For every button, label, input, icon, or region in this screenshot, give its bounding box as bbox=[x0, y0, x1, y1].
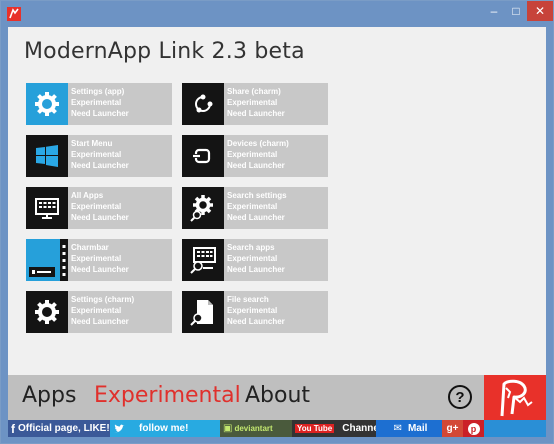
tile-requirement: Need Launcher bbox=[227, 161, 285, 170]
facebook-icon: f bbox=[11, 421, 15, 436]
tile-status: Experimental bbox=[71, 98, 122, 107]
main-content: ModernApp Link 2.3 beta Settings (app) E… bbox=[8, 27, 546, 375]
twitter-label: follow me! bbox=[139, 423, 189, 434]
tile-label: All Apps Experimental Need Launcher bbox=[68, 187, 129, 229]
tile-status: Experimental bbox=[227, 98, 278, 107]
app-title: ModernApp Link 2.3 beta bbox=[24, 39, 305, 64]
facebook-link[interactable]: f Official page, LIKE! bbox=[8, 420, 110, 437]
footer-filler bbox=[484, 420, 546, 437]
pinterest-link[interactable]: p bbox=[463, 420, 484, 437]
youtube-label: Channel bbox=[342, 423, 382, 434]
mail-icon: ✉ bbox=[393, 423, 402, 434]
deviantart-label: deviantart bbox=[234, 424, 273, 433]
tile-requirement: Need Launcher bbox=[227, 317, 285, 326]
tile-requirement: Need Launcher bbox=[71, 317, 129, 326]
tile-label: File search Experimental Need Launcher bbox=[224, 291, 285, 333]
gear-icon bbox=[26, 291, 68, 333]
tile-search-apps[interactable]: Search apps Experimental Need Launcher bbox=[182, 239, 328, 281]
tile-label: Charmbar Experimental Need Launcher bbox=[68, 239, 129, 281]
tile-status: Experimental bbox=[71, 202, 122, 211]
tile-requirement: Need Launcher bbox=[71, 161, 129, 170]
tile-requirement: Need Launcher bbox=[71, 109, 129, 118]
nav-apps[interactable]: Apps bbox=[22, 383, 77, 408]
maximize-button[interactable]: □ bbox=[512, 4, 520, 18]
search-settings-icon bbox=[182, 187, 224, 229]
tile-requirement: Need Launcher bbox=[71, 213, 129, 222]
tile-status: Experimental bbox=[71, 150, 122, 159]
pinterest-icon: p bbox=[467, 422, 480, 435]
youtube-link[interactable]: You Tube Channel bbox=[292, 420, 382, 437]
tile-status: Experimental bbox=[227, 150, 278, 159]
tile-status: Experimental bbox=[227, 306, 278, 315]
youtube-icon: You Tube bbox=[295, 424, 335, 433]
nav-experimental[interactable]: Experimental bbox=[94, 383, 241, 408]
tile-name: All Apps bbox=[71, 191, 104, 200]
tile-settings-charm[interactable]: Settings (charm) Experimental Need Launc… bbox=[26, 291, 172, 333]
tile-status: Experimental bbox=[71, 254, 122, 263]
all-apps-icon bbox=[26, 187, 68, 229]
tile-share-charm[interactable]: Share (charm) Experimental Need Launcher bbox=[182, 83, 328, 125]
app-logo-icon bbox=[500, 379, 533, 416]
tile-search-settings[interactable]: Search settings Experimental Need Launch… bbox=[182, 187, 328, 229]
search-apps-icon bbox=[182, 239, 224, 281]
tile-settings-app[interactable]: Settings (app) Experimental Need Launche… bbox=[26, 83, 172, 125]
title-bar[interactable]: – □ ✕ bbox=[1, 1, 553, 27]
social-footer: f Official page, LIKE! follow me! ▣ devi… bbox=[8, 420, 546, 437]
devices-charm-icon bbox=[182, 135, 224, 177]
nav-about[interactable]: About bbox=[245, 383, 311, 408]
tile-all-apps[interactable]: All Apps Experimental Need Launcher bbox=[26, 187, 172, 229]
minimize-button[interactable]: – bbox=[490, 4, 498, 18]
tile-label: Search apps Experimental Need Launcher bbox=[224, 239, 285, 281]
tile-status: Experimental bbox=[227, 202, 278, 211]
app-logo[interactable] bbox=[484, 375, 546, 420]
tile-status: Experimental bbox=[227, 254, 278, 263]
app-icon bbox=[7, 7, 21, 21]
tile-name: File search bbox=[227, 295, 269, 304]
tile-label: Devices (charm) Experimental Need Launch… bbox=[224, 135, 289, 177]
tile-name: Start Menu bbox=[71, 139, 113, 148]
tile-name: Search settings bbox=[227, 191, 287, 200]
tile-label: Settings (app) Experimental Need Launche… bbox=[68, 83, 129, 125]
tile-label: Start Menu Experimental Need Launcher bbox=[68, 135, 129, 177]
mail-label: Mail bbox=[407, 423, 428, 434]
mail-link[interactable]: ✉ Mail bbox=[376, 420, 442, 437]
tile-requirement: Need Launcher bbox=[227, 265, 285, 274]
tile-name: Settings (charm) bbox=[71, 295, 135, 304]
help-button[interactable]: ? bbox=[448, 385, 472, 409]
tile-name: Settings (app) bbox=[71, 87, 125, 96]
tile-file-search[interactable]: File search Experimental Need Launcher bbox=[182, 291, 328, 333]
tile-devices-charm[interactable]: Devices (charm) Experimental Need Launch… bbox=[182, 135, 328, 177]
twitter-link[interactable]: follow me! bbox=[110, 420, 220, 437]
tile-label: Settings (charm) Experimental Need Launc… bbox=[68, 291, 134, 333]
tile-name: Share (charm) bbox=[227, 87, 281, 96]
bottom-nav-bar: Apps Experimental About ? bbox=[8, 375, 546, 420]
facebook-label: Official page, LIKE! bbox=[18, 423, 110, 434]
tile-requirement: Need Launcher bbox=[71, 265, 129, 274]
tile-start-menu[interactable]: Start Menu Experimental Need Launcher bbox=[26, 135, 172, 177]
tile-charmbar[interactable]: Charmbar Experimental Need Launcher bbox=[26, 239, 172, 281]
tile-requirement: Need Launcher bbox=[227, 109, 285, 118]
tile-label: Search settings Experimental Need Launch… bbox=[224, 187, 287, 229]
deviantart-link[interactable]: ▣ deviantart bbox=[220, 420, 292, 437]
tile-label: Share (charm) Experimental Need Launcher bbox=[224, 83, 285, 125]
close-button[interactable]: ✕ bbox=[527, 1, 553, 21]
google-plus-icon: g+ bbox=[446, 423, 459, 434]
charmbar-icon bbox=[26, 239, 68, 281]
file-search-icon bbox=[182, 291, 224, 333]
google-plus-link[interactable]: g+ bbox=[442, 420, 463, 437]
deviantart-icon: ▣ bbox=[223, 423, 233, 434]
tile-requirement: Need Launcher bbox=[227, 213, 285, 222]
gear-icon bbox=[26, 83, 68, 125]
tile-name: Devices (charm) bbox=[227, 139, 289, 148]
tile-status: Experimental bbox=[71, 306, 122, 315]
share-charm-icon bbox=[182, 83, 224, 125]
tile-name: Charmbar bbox=[71, 243, 109, 252]
tile-name: Search apps bbox=[227, 243, 275, 252]
twitter-icon bbox=[114, 424, 125, 432]
windows-logo-icon bbox=[26, 135, 68, 177]
